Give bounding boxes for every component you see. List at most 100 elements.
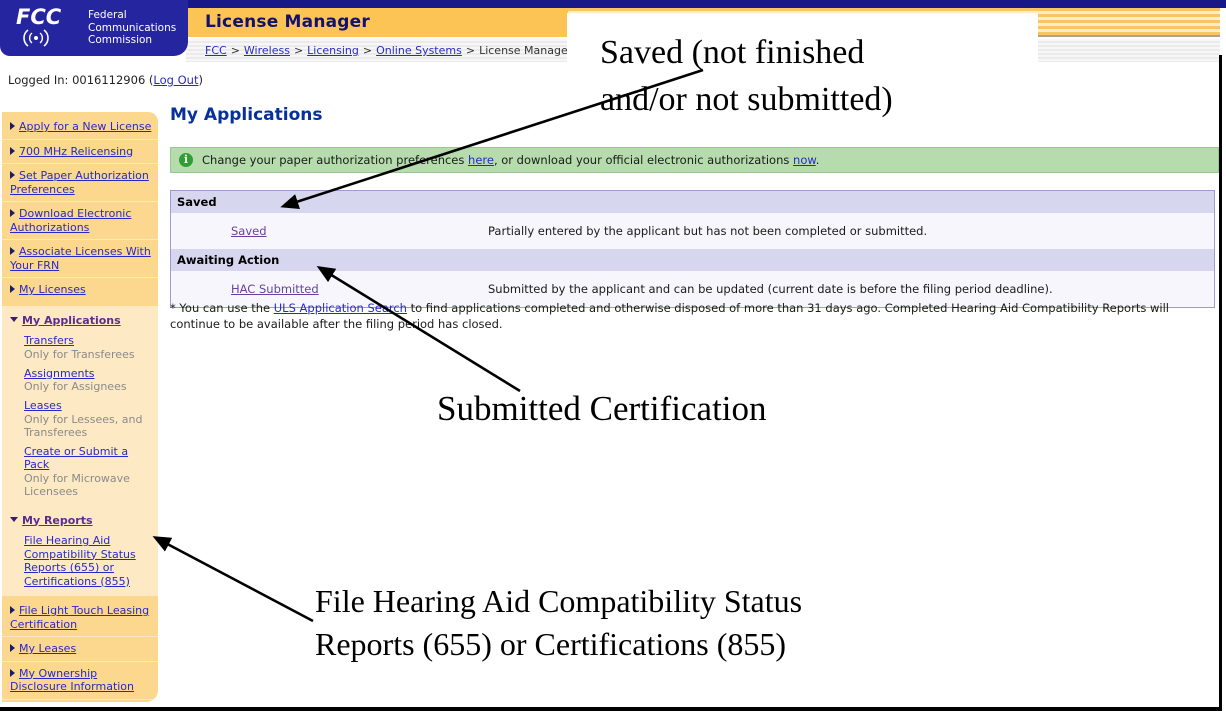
screenshot-border-bottom (0, 707, 1222, 711)
annotation-submitted-callout: Submitted Certification (437, 389, 767, 428)
app-title: License Manager (205, 12, 370, 32)
sidebar-subitem-create-or-submit-pack[interactable]: Create or Submit a Pack Only for Microwa… (2, 443, 158, 502)
info-text: . (815, 153, 820, 167)
sidebar-subitem-note: Only for Lessees, and Transferees (24, 412, 143, 439)
breadcrumb-link-wireless[interactable]: Wireless (243, 44, 290, 57)
sidebar-sublink[interactable]: Leases (24, 399, 62, 412)
sidebar-item-my-applications[interactable]: My Applications (2, 309, 158, 333)
sidebar: Apply for a New License 700 MHz Relicens… (2, 112, 158, 702)
sidebar-subitem-leases[interactable]: Leases Only for Lessees, and Transferees (2, 397, 158, 443)
breadcrumb-separator: > (362, 44, 373, 57)
login-status: Logged In: 0016112906 (Log Out) (8, 73, 203, 87)
info-banner-text: Change your paper authorization preferen… (202, 153, 819, 167)
triangle-right-icon (10, 171, 15, 179)
sidebar-item-apply-new-license[interactable]: Apply for a New License (2, 115, 158, 139)
paren: ( (148, 73, 154, 87)
fcc-org-name: Federal Communications Commission (88, 9, 177, 46)
footnote-text: * You can use the (170, 301, 274, 315)
sidebar-group-my-applications: My Applications Transfers Only for Trans… (2, 305, 158, 506)
status-description: Partially entered by the applicant but h… (488, 224, 928, 238)
login-label: Logged In: (8, 73, 73, 87)
sidebar-link[interactable]: 700 MHz Relicensing (19, 144, 134, 158)
sidebar-group-bottom: File Light Touch Leasing Certification M… (2, 596, 158, 702)
triangle-right-icon (10, 644, 15, 652)
breadcrumb: FCC>Wireless>Licensing>Online Systems>Li… (205, 44, 572, 57)
table-row: Saved Partially entered by the applicant… (171, 213, 1214, 249)
sidebar-sublink[interactable]: Transfers (24, 334, 74, 347)
here-link[interactable]: here (468, 153, 494, 167)
status-link-cell: Saved (171, 224, 488, 238)
page-title: My Applications (170, 105, 323, 125)
sidebar-group-my-reports: My Reports File Hearing Aid Compatibilit… (2, 505, 158, 596)
triangle-right-icon (10, 209, 15, 217)
triangle-down-icon (10, 516, 18, 522)
breadcrumb-link-licensing[interactable]: Licensing (307, 44, 359, 57)
triangle-right-icon (10, 146, 15, 155)
breadcrumb-link-online-systems[interactable]: Online Systems (376, 44, 462, 57)
fcc-logo-icon: FCC (16, 5, 62, 47)
sidebar-item-my-reports[interactable]: My Reports (2, 509, 158, 533)
sidebar-item-my-leases[interactable]: My Leases (2, 636, 158, 661)
now-link[interactable]: now (793, 153, 816, 167)
saved-status-link[interactable]: Saved (231, 224, 267, 238)
svg-text:FCC: FCC (16, 5, 62, 29)
triangle-right-icon (10, 122, 15, 130)
sidebar-subitem-assignments[interactable]: Assignments Only for Assignees (2, 365, 158, 398)
header-title-tab (186, 8, 568, 37)
sidebar-item-my-unlicensed-lpad[interactable]: My Unlicensed LPAD Registrations (includ… (2, 698, 158, 703)
arrow-file-hac (152, 536, 314, 623)
table-section-header-awaiting-action: Awaiting Action (171, 249, 1214, 271)
sidebar-item-my-ownership-disclosure[interactable]: My Ownership Disclosure Information (2, 660, 158, 699)
sidebar-link[interactable]: My Licenses (19, 283, 86, 296)
breadcrumb-current: License Manager (479, 44, 573, 57)
annotation-file-hac-callout: File Hearing Aid Compatibility Status Re… (315, 583, 803, 662)
breadcrumb-separator: > (465, 44, 476, 57)
triangle-right-icon (10, 285, 15, 293)
status-description: Submitted by the applicant and can be up… (488, 282, 1053, 296)
applications-status-table: Saved Saved Partially entered by the app… (170, 190, 1215, 308)
breadcrumb-link-fcc[interactable]: FCC (205, 44, 227, 57)
paren: ) (198, 73, 203, 87)
sidebar-subitem-transfers[interactable]: Transfers Only for Transferees (2, 332, 158, 365)
sidebar-link[interactable]: Set Paper Authorization Preferences (10, 169, 149, 196)
triangle-down-icon (10, 316, 18, 322)
sidebar-link[interactable]: My Applications (22, 313, 121, 327)
info-text: , or download your official electronic a… (493, 153, 794, 167)
logout-link[interactable]: Log Out (153, 73, 199, 87)
sidebar-sublink[interactable]: Assignments (24, 366, 95, 380)
sidebar-item-my-licenses[interactable]: My Licenses (2, 277, 158, 302)
fcc-logo-block: FCC Federal Communications Commission (0, 0, 188, 56)
sidebar-link[interactable]: Associate Licenses With Your FRN (10, 245, 151, 272)
triangle-right-icon (10, 247, 15, 255)
sidebar-item-700mhz-relicensing[interactable]: 700 MHz Relicensing (2, 138, 158, 164)
info-text: Change your paper authorization preferen… (202, 153, 469, 167)
sidebar-subitem-note: Only for Assignees (24, 380, 127, 393)
sidebar-group-top: Apply for a New License 700 MHz Relicens… (2, 112, 158, 306)
breadcrumb-separator: > (230, 44, 240, 57)
screenshot-border-right (1219, 55, 1222, 711)
header-top-strip (0, 0, 1226, 8)
sidebar-item-set-paper-authorization[interactable]: Set Paper Authorization Preferences (2, 163, 158, 201)
sidebar-sublink[interactable]: File Hearing Aid Compatibility Status Re… (24, 534, 136, 588)
status-link-cell: HAC Submitted (171, 282, 488, 296)
sidebar-link[interactable]: Apply for a New License (19, 120, 152, 133)
sidebar-item-file-light-touch-leasing[interactable]: File Light Touch Leasing Certification (2, 599, 158, 636)
sidebar-link[interactable]: File Light Touch Leasing Certification (10, 604, 150, 631)
sidebar-subitem-file-hac-reports[interactable]: File Hearing Aid Compatibility Status Re… (2, 532, 158, 592)
sidebar-link[interactable]: My Leases (19, 642, 77, 655)
sidebar-link[interactable]: Download Electronic Authorizations (10, 207, 132, 234)
sidebar-link[interactable]: My Ownership Disclosure Information (10, 666, 135, 694)
sidebar-subitem-note: Only for Transferees (24, 347, 135, 361)
sidebar-item-download-electronic-authorizations[interactable]: Download Electronic Authorizations (2, 201, 158, 239)
login-frn: 0016112906 (72, 73, 146, 87)
breadcrumb-separator: > (293, 44, 304, 57)
triangle-right-icon (10, 668, 15, 677)
annotation-saved-text: Saved (not finished and/or not submitted… (600, 34, 893, 118)
uls-application-search-link[interactable]: ULS Application Search (273, 301, 407, 315)
sidebar-item-associate-licenses-frn[interactable]: Associate Licenses With Your FRN (2, 239, 158, 277)
sidebar-sublink[interactable]: Create or Submit a Pack (24, 444, 129, 472)
hac-submitted-link[interactable]: HAC Submitted (231, 282, 319, 296)
info-banner: i Change your paper authorization prefer… (170, 147, 1219, 173)
sidebar-subitem-note: Only for Microwave Licensees (24, 471, 130, 498)
sidebar-link[interactable]: My Reports (22, 513, 93, 527)
